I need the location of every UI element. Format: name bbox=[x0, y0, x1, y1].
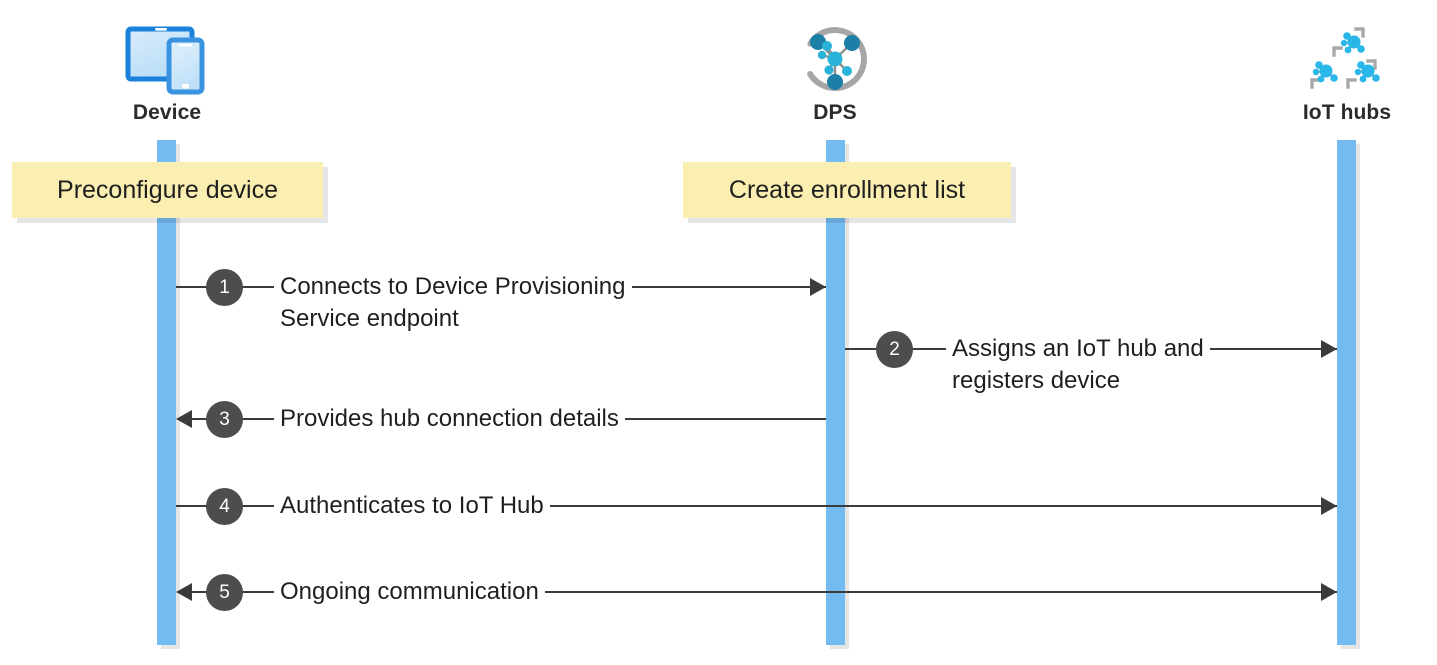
step-badge-1: 1 bbox=[206, 269, 243, 306]
note-text: Preconfigure device bbox=[57, 176, 278, 204]
lifeline-dps bbox=[826, 140, 845, 645]
note-create-enrollment-list: Create enrollment list bbox=[683, 162, 1011, 218]
arrow-head-right bbox=[1321, 340, 1337, 358]
actor-label-device: Device bbox=[132, 101, 202, 124]
actor-label-iot-hubs: IoT hubs bbox=[1302, 101, 1392, 124]
note-preconfigure-device: Preconfigure device bbox=[12, 162, 323, 218]
step-number: 3 bbox=[219, 409, 230, 430]
actor-label-dps: DPS bbox=[813, 101, 857, 124]
message-label-5: Ongoing communication bbox=[274, 576, 545, 608]
step-badge-2: 2 bbox=[876, 331, 913, 368]
step-number: 5 bbox=[219, 582, 230, 603]
iot-hubs-cluster-icon bbox=[1227, 18, 1437, 100]
devices-tablet-phone-icon bbox=[47, 18, 287, 100]
lifeline-device bbox=[157, 140, 176, 645]
step-number: 2 bbox=[889, 339, 900, 360]
message-line bbox=[192, 591, 1337, 593]
note-text: Create enrollment list bbox=[728, 176, 966, 204]
actor-device: Device bbox=[47, 18, 287, 126]
actor-iot-hubs: IoT hubs bbox=[1227, 18, 1437, 126]
step-number: 4 bbox=[219, 496, 230, 517]
step-badge-3: 3 bbox=[206, 401, 243, 438]
arrow-head-right bbox=[810, 278, 826, 296]
step-badge-4: 4 bbox=[206, 488, 243, 525]
step-number: 1 bbox=[219, 277, 230, 298]
arrow-head-left bbox=[176, 583, 192, 601]
message-line bbox=[176, 505, 1337, 507]
message-label-4: Authenticates to IoT Hub bbox=[274, 490, 550, 522]
dps-node-graph-icon bbox=[715, 18, 955, 100]
arrow-head-right bbox=[1321, 583, 1337, 601]
actor-dps: DPS bbox=[715, 18, 955, 126]
arrow-head-right bbox=[1321, 497, 1337, 515]
message-label-2: Assigns an IoT hub and registers device bbox=[946, 333, 1210, 397]
arrow-head-left bbox=[176, 410, 192, 428]
step-badge-5: 5 bbox=[206, 574, 243, 611]
lifeline-iot-hubs bbox=[1337, 140, 1356, 645]
message-label-3: Provides hub connection details bbox=[274, 403, 625, 435]
message-label-1: Connects to Device Provisioning Service … bbox=[274, 271, 632, 335]
